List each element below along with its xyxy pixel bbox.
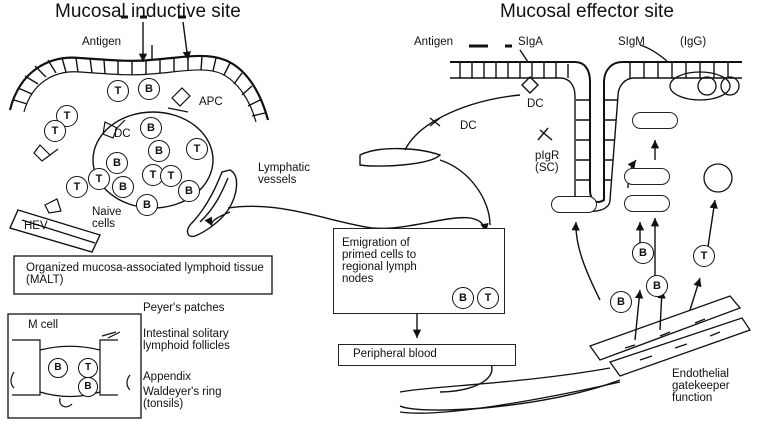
peripheral-blood-box: Peripheral blood	[338, 344, 516, 366]
emigration-label: Emigration of primed cells to regional l…	[342, 237, 437, 285]
m-cell-label: M cell	[28, 319, 58, 331]
b-cell: B	[136, 194, 158, 216]
endothelial-label: Endothelial gatekeeper function	[672, 368, 756, 404]
t-cell: T	[186, 138, 208, 160]
t-cell: T	[66, 176, 88, 198]
plasma-cell	[551, 196, 597, 213]
antigen-label-left: Antigen	[82, 36, 121, 48]
t-cell: T	[160, 165, 182, 187]
effector-site-title: Mucosal effector site	[500, 2, 674, 22]
antigen-label-right: Antigen	[414, 36, 453, 48]
b-cell: B	[178, 180, 200, 202]
apc-label: APC	[199, 96, 223, 108]
b-cell: B	[112, 176, 134, 198]
dc-label-left: DC	[114, 128, 131, 140]
malt-label: Organized mucosa-associated lymphoid tis…	[26, 262, 266, 286]
t-cell: T	[88, 168, 110, 190]
pigr-label: pIgR (SC)	[535, 150, 571, 174]
t-cell: T	[44, 120, 66, 142]
b-cell: B	[78, 377, 98, 397]
inductive-site-title: Mucosal inductive site	[55, 2, 241, 22]
t-cell: T	[477, 287, 499, 309]
antigen-arrows-left	[121, 17, 188, 62]
b-cell: B	[138, 78, 160, 100]
waldeyers-ring-label: Waldeyer's ring (tonsils)	[143, 386, 233, 410]
peripheral-blood-label: Peripheral blood	[353, 348, 437, 360]
igg-label: (IgG)	[680, 36, 706, 48]
appendix-label: Appendix	[143, 371, 191, 383]
t-cell: T	[78, 358, 98, 378]
plasma-cell	[624, 195, 670, 212]
b-cell: B	[610, 291, 632, 313]
plasma-cluster	[670, 72, 739, 192]
dc-label-effector: DC	[527, 98, 544, 110]
plasma-cell	[624, 168, 670, 185]
b-cell: B	[632, 242, 654, 264]
sigm-label: SIgM	[618, 36, 645, 48]
m-cell-drawing	[11, 332, 130, 407]
t-cell: T	[107, 80, 129, 102]
dc-label-mid: DC	[460, 120, 477, 132]
peyers-patches-label: Peyer's patches	[143, 302, 224, 314]
dc-loop	[360, 95, 552, 225]
lymphatic-vessel	[188, 170, 237, 236]
intestinal-follicles-label: Intestinal solitary lymphoid follicles	[143, 328, 273, 352]
t-cell: T	[693, 245, 715, 267]
b-cell: B	[106, 152, 128, 174]
hev-label: HEV	[24, 220, 48, 232]
b-cell: B	[140, 117, 162, 139]
naive-cells-label: Naive cells	[92, 206, 138, 230]
b-cell: B	[148, 140, 170, 162]
plasma-cell	[632, 112, 678, 129]
lymphatic-vessels-label: Lymphatic vessels	[258, 162, 318, 186]
b-cell: B	[48, 358, 68, 378]
b-cell: B	[452, 287, 474, 309]
siga-label: SIgA	[518, 36, 543, 48]
b-cell: B	[646, 275, 668, 297]
